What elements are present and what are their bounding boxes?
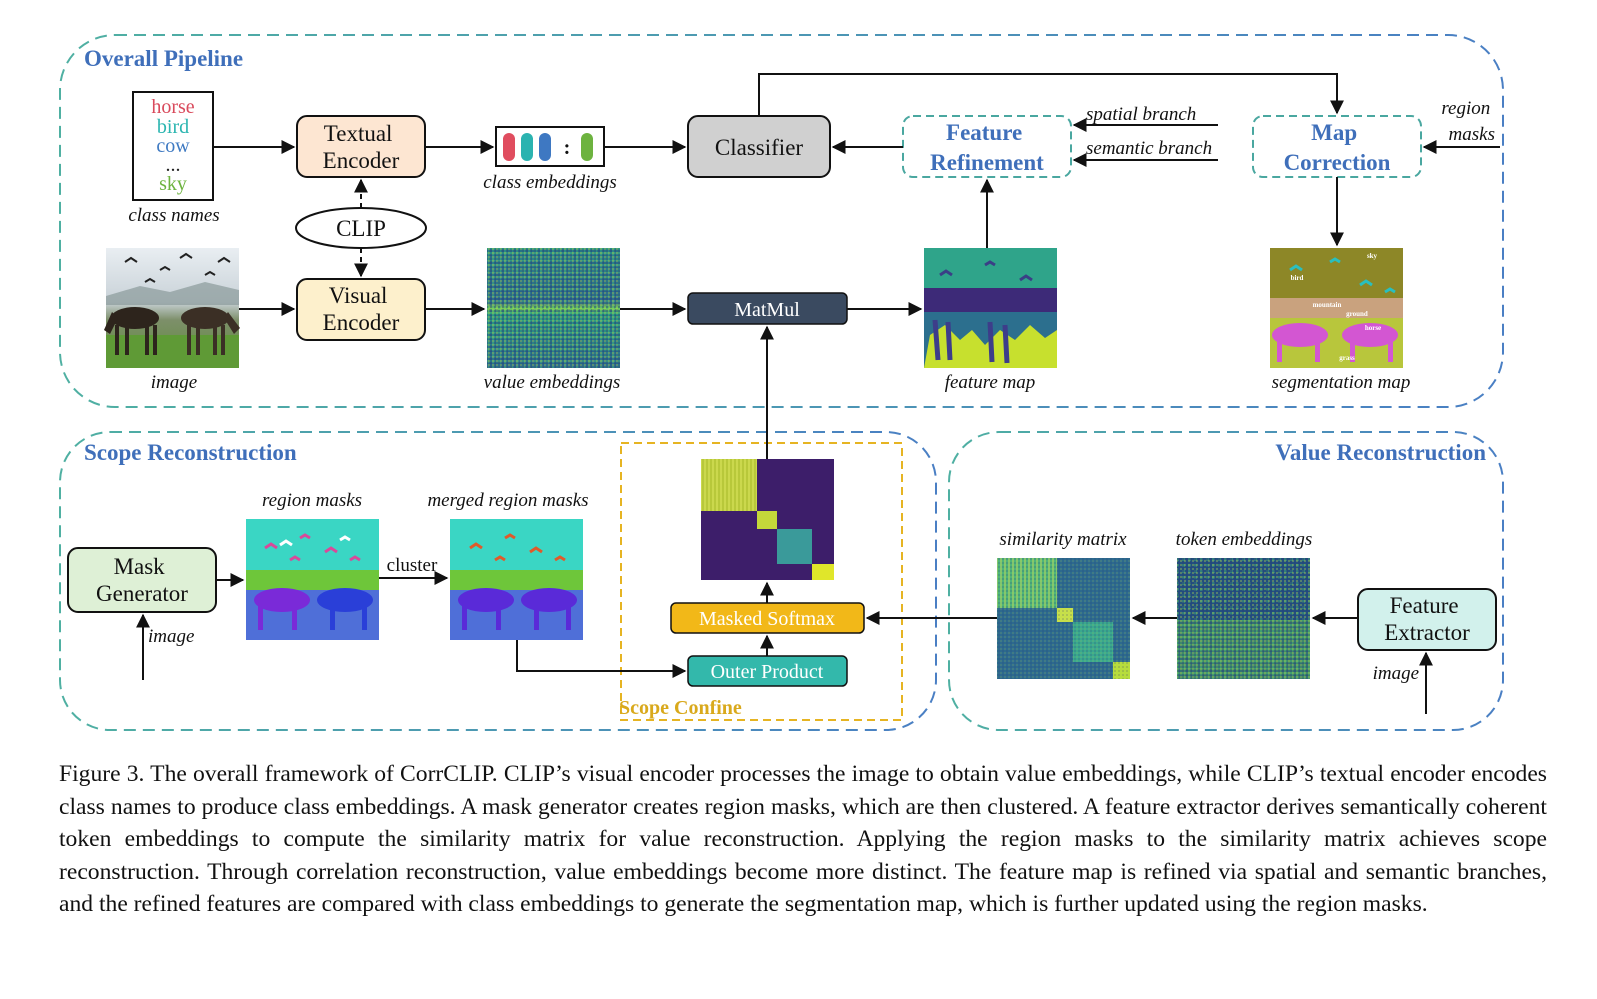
class-name-horse: horse — [151, 96, 194, 118]
seg-label-sky: sky — [1367, 252, 1378, 260]
image-label: image — [151, 372, 197, 393]
region-masks-input-label: region masks — [1441, 98, 1495, 145]
class-name-ellipsis: ... — [166, 154, 181, 176]
token-embeddings-image — [1177, 558, 1310, 679]
embedding-token-blue — [539, 133, 551, 161]
class-embeddings-label: class embeddings — [483, 172, 617, 193]
matmul-label: MatMul — [734, 299, 800, 321]
map-correction-label: Map Correction — [1284, 120, 1391, 175]
merged-masks-to-outer-arrow — [516, 640, 687, 678]
value-reconstruction-title: Value Reconstruction — [1275, 440, 1486, 465]
scope-reconstruction-panel — [59, 431, 937, 731]
embedding-token-red — [503, 133, 515, 161]
feature-map-label: feature map — [945, 372, 1036, 393]
merged-region-masks-label: merged region masks — [427, 490, 588, 511]
value-reconstruction-panel — [948, 431, 1504, 731]
seg-label-horse: horse — [1365, 324, 1381, 332]
textual-encoder-label: Textual Encoder — [323, 121, 400, 173]
feature-refinement-label: Feature Refinement — [930, 120, 1044, 175]
class-name-cow: cow — [156, 135, 190, 157]
maskgen-image-label: image — [148, 626, 194, 647]
visual-encoder-label: Visual Encoder — [323, 283, 400, 335]
caption-figure-number: Figure 3. — [59, 761, 145, 787]
spatial-branch-label: spatial branch — [1086, 104, 1196, 125]
similarity-matrix-label: similarity matrix — [999, 529, 1127, 550]
embedding-token-teal — [521, 133, 533, 161]
seg-label-grass: grass — [1339, 354, 1355, 362]
class-name-bird: bird — [157, 116, 189, 138]
value-embeddings-label: value embeddings — [484, 372, 621, 393]
segmentation-map-label: segmentation map — [1272, 372, 1411, 393]
feature-map-image — [924, 248, 1057, 368]
seg-label-bird: bird — [1291, 274, 1304, 282]
map-correction-box — [1252, 115, 1422, 178]
mask-generator-label: Mask Generator — [96, 554, 188, 606]
embedding-token-green — [581, 133, 593, 161]
overall-pipeline-panel — [59, 34, 1504, 408]
class-names-label: class names — [128, 205, 219, 226]
token-embeddings-label: token embeddings — [1176, 529, 1313, 550]
figure-caption: Figure 3. The overall framework of CorrC… — [59, 758, 1547, 921]
similarity-matrix-image — [997, 558, 1130, 679]
scope-reconstruction-title: Scope Reconstruction — [84, 440, 297, 465]
scope-confine-title: Scope Confine — [619, 697, 742, 719]
input-image — [104, 248, 240, 368]
feature-extractor-label: Feature Extractor — [1384, 593, 1470, 645]
feature-extractor-box — [1357, 588, 1497, 651]
framework-diagram: Overall Pipeline Scope Reconstruction Va… — [59, 34, 1504, 731]
seg-label-ground: ground — [1346, 310, 1368, 318]
overall-pipeline-title: Overall Pipeline — [84, 46, 243, 71]
merged-region-masks-image — [450, 519, 583, 640]
classifier-label: Classifier — [715, 135, 803, 160]
classifier-to-mapcorrection-arrow — [758, 73, 1344, 116]
value-embeddings-image — [487, 248, 620, 368]
seg-label-mountain: mountain — [1313, 301, 1342, 309]
cluster-label: cluster — [387, 555, 438, 576]
segmentation-class-labels: sky bird mountain ground horse grass — [1291, 252, 1382, 362]
clip-label: CLIP — [336, 216, 386, 241]
extractor-image-label: image — [1373, 663, 1419, 684]
masked-correlation-matrix — [701, 459, 834, 580]
masked-softmax-label: Masked Softmax — [699, 608, 835, 630]
semantic-branch-label: semantic branch — [1086, 138, 1212, 159]
region-masks-image — [246, 519, 379, 640]
caption-text: The overall framework of CorrCLIP. CLIP’… — [59, 761, 1547, 918]
segmentation-map-image: sky bird mountain ground horse grass — [1270, 248, 1403, 368]
class-names-box — [132, 91, 214, 201]
scope-confine-box — [620, 442, 903, 721]
class-name-sky: sky — [159, 173, 187, 195]
region-masks-label: region masks — [262, 490, 362, 511]
embedding-ellipsis: : — [564, 137, 571, 159]
outer-product-label: Outer Product — [711, 661, 824, 683]
